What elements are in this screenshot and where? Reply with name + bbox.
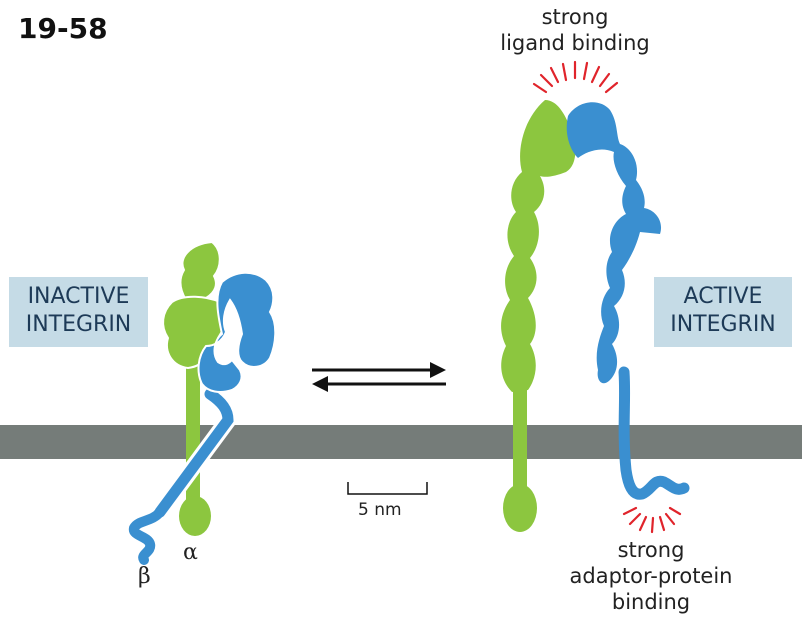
plasma-membrane xyxy=(0,425,802,459)
scale-bar-label: 5 nm xyxy=(358,500,402,520)
active-alpha-subunit xyxy=(501,100,576,532)
adaptor-caption-line-1: strong xyxy=(617,538,685,562)
adaptor-caption-line-3: binding xyxy=(611,590,691,614)
adaptor-binding-rays xyxy=(622,506,682,534)
inactive-label-line-1: INACTIVE xyxy=(27,284,130,309)
adaptor-binding-caption: strong adaptor-protein binding xyxy=(520,537,782,615)
inactive-beta-subunit xyxy=(128,271,277,565)
figure-number: 19-58 xyxy=(18,12,108,45)
equilibrium-arrows xyxy=(312,362,446,392)
active-integrin xyxy=(501,100,690,532)
active-integrin-label: ACTIVE INTEGRIN xyxy=(654,277,792,347)
alpha-subunit-label: α xyxy=(183,540,198,565)
active-label-line-1: ACTIVE xyxy=(683,284,763,309)
adaptor-caption-line-2: adaptor-protein xyxy=(569,564,733,588)
active-beta-subunit xyxy=(566,102,690,500)
beta-subunit-label: β xyxy=(138,564,151,589)
active-label-line-2: INTEGRIN xyxy=(670,312,776,337)
inactive-integrin xyxy=(128,240,277,565)
scale-bar xyxy=(347,482,428,495)
ligand-caption-line-1: strong xyxy=(541,5,609,29)
ligand-caption-line-2: ligand binding xyxy=(500,31,650,55)
inactive-integrin-label: INACTIVE INTEGRIN xyxy=(9,277,148,347)
ligand-binding-rays xyxy=(532,60,619,94)
inactive-label-line-2: INTEGRIN xyxy=(25,312,132,337)
ligand-binding-caption: strong ligand binding xyxy=(450,4,700,56)
